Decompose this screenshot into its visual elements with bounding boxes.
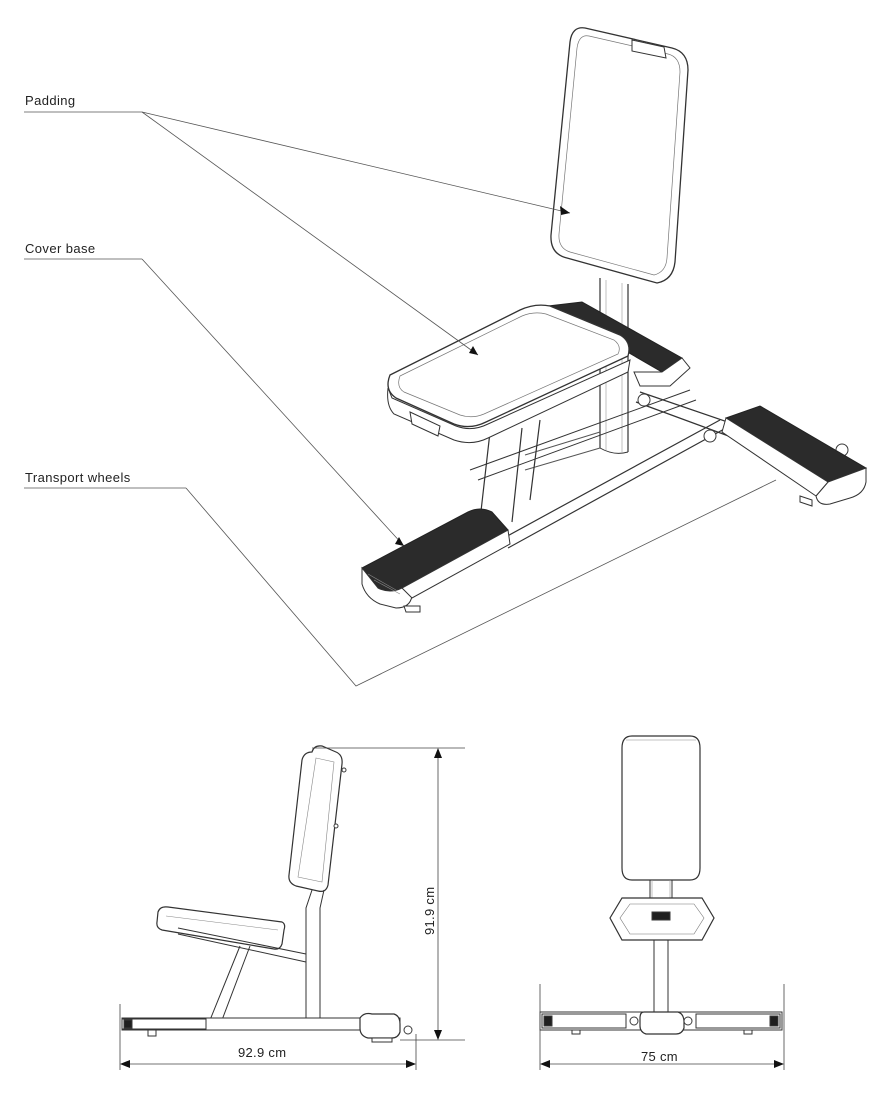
seat-pad xyxy=(388,305,630,442)
transport-wheels-label: Transport wheels xyxy=(25,470,131,485)
width-dimension-label: 75 cm xyxy=(641,1049,678,1064)
length-dimension-label: 92.9 cm xyxy=(238,1045,286,1060)
padding-label: Padding xyxy=(25,93,76,108)
side-view xyxy=(120,746,465,1070)
height-dimension-label: 91.9 cm xyxy=(422,887,437,935)
right-footplate xyxy=(722,406,866,506)
back-padding xyxy=(551,28,688,283)
cover-base-label: Cover base xyxy=(25,241,95,256)
isometric-view xyxy=(24,28,866,686)
front-view xyxy=(540,736,784,1070)
